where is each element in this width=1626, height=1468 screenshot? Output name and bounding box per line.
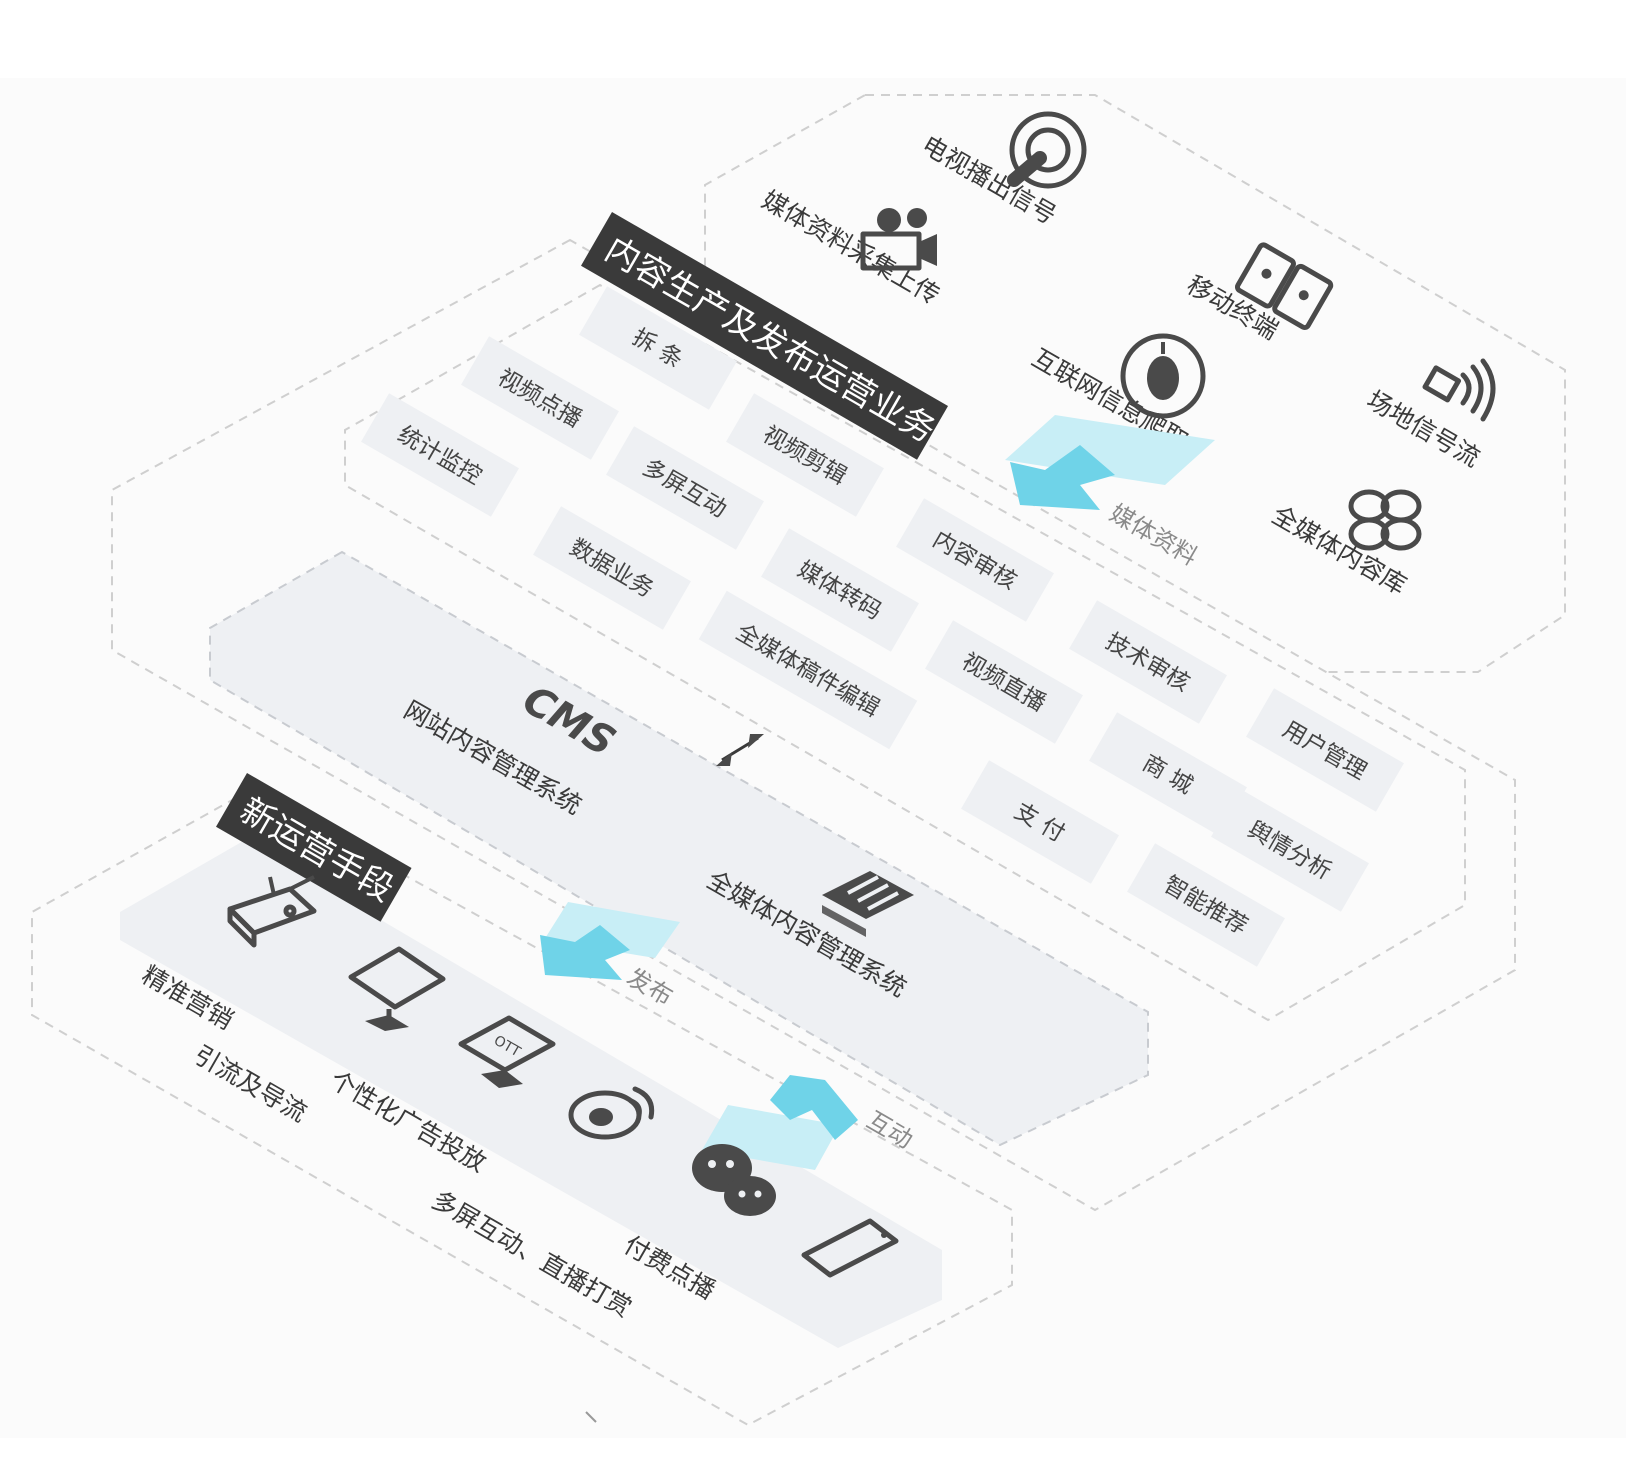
operations-plate xyxy=(120,840,942,1348)
mobile-devices-icon xyxy=(1234,242,1334,331)
production-tag-bg xyxy=(1127,843,1285,967)
production-tag-bg xyxy=(726,393,884,517)
camera-icon xyxy=(860,208,937,271)
production-tag-bg xyxy=(925,620,1083,744)
production-tag-bg xyxy=(1211,788,1369,912)
tv-icon xyxy=(227,875,317,948)
production-tag: 商 城 xyxy=(1089,712,1247,836)
production-inner-region xyxy=(344,283,1466,1022)
smartphone-icon xyxy=(801,1218,899,1278)
monitor-icon xyxy=(348,946,446,1031)
bidirectional-arrow-icon xyxy=(716,734,764,766)
production-tag: 统计监控 xyxy=(361,393,519,517)
tv-signal-icon xyxy=(1007,111,1087,189)
publish-arrow: 发布 xyxy=(540,902,680,1011)
production-banner-bg xyxy=(581,212,949,460)
cms-plate xyxy=(209,550,1149,1147)
production-tag-bg xyxy=(761,528,919,652)
library-clover-icon xyxy=(1348,489,1422,551)
production-tag-bg xyxy=(461,336,619,460)
venue-signal-icon xyxy=(1422,358,1496,422)
production-tag-bg xyxy=(1069,600,1227,724)
production-tag-bg xyxy=(961,760,1119,884)
production-tag-bg xyxy=(361,393,519,517)
operations-banner-bg xyxy=(216,773,412,922)
production-tag: 拆 条 xyxy=(579,286,737,410)
weibo-icon xyxy=(568,1086,655,1140)
production-tag-bg xyxy=(606,426,764,550)
production-tag-bg xyxy=(1246,688,1404,812)
mouse-icon xyxy=(1120,333,1206,419)
production-tag-bg xyxy=(1089,712,1247,836)
production-tag-bg xyxy=(896,498,1054,622)
wechat-icon xyxy=(692,1144,776,1216)
production-tag: 支 付 xyxy=(961,760,1119,884)
document-icon xyxy=(822,871,914,937)
production-tag-bg xyxy=(579,286,737,410)
production-tag-bg xyxy=(698,590,918,750)
production-tag-bg xyxy=(533,506,691,630)
stray-mark xyxy=(585,1411,597,1423)
production-tags: 拆 条视频点播统计监控视频剪辑多屏互动内容审核数据业务媒体转码技术审核全媒体稿件… xyxy=(361,286,1404,967)
